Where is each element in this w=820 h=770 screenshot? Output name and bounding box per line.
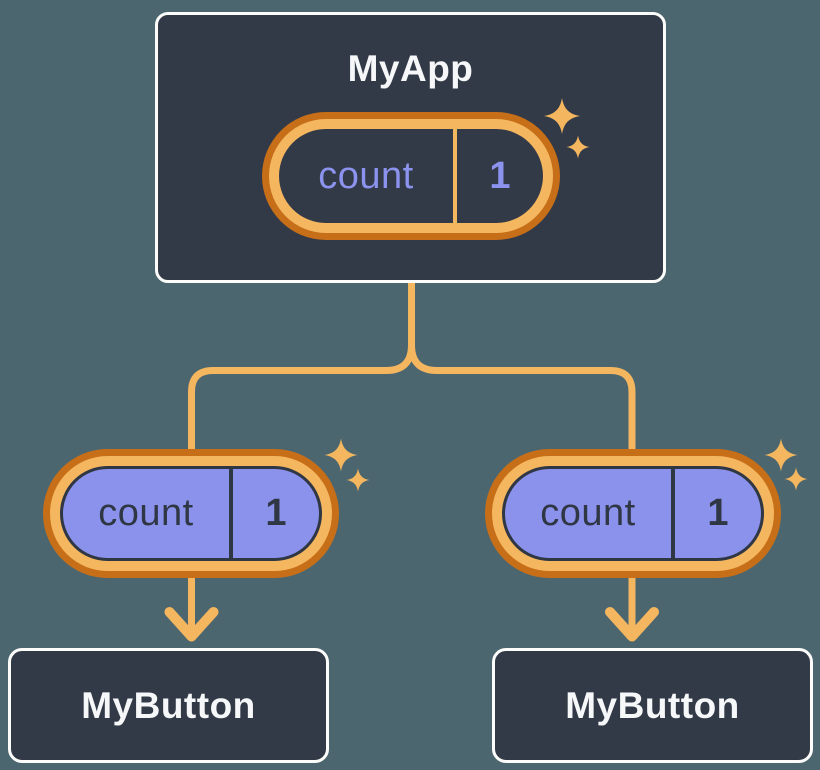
state-pill-ring: count 1 (492, 456, 774, 571)
state-name: count (540, 492, 636, 534)
arrow-right-head-icon (605, 607, 659, 642)
component-node-mybutton-right: MyButton (492, 648, 813, 763)
state-value: 1 (265, 492, 287, 534)
arrow-left-head-icon (164, 607, 219, 642)
state-pill-ring: count 1 (50, 456, 332, 571)
state-pill-divider (671, 469, 675, 558)
component-label: MyApp (347, 48, 474, 89)
state-pill-body: count 1 (279, 129, 543, 223)
sparkle-icon (324, 438, 370, 492)
component-label: MyButton (81, 684, 256, 726)
state-name: count (318, 154, 414, 197)
branch-right-line (408, 270, 636, 520)
state-name: count (98, 492, 194, 534)
state-pill-root: count 1 (262, 112, 560, 240)
sparkle-icon (544, 98, 590, 159)
state-pill-divider (229, 469, 233, 558)
state-value: 1 (707, 492, 729, 534)
state-pill-right-child: count 1 (485, 449, 781, 578)
component-node-mybutton-left: MyButton (8, 648, 329, 763)
state-value: 1 (489, 154, 511, 197)
state-pill-ring: count 1 (269, 119, 553, 233)
state-pill-divider (453, 129, 457, 223)
state-pill-body: count 1 (502, 466, 764, 561)
sparkle-icon (764, 438, 808, 491)
state-pill-left-child: count 1 (43, 449, 339, 578)
state-pill-body: count 1 (60, 466, 322, 561)
component-label: MyButton (565, 684, 740, 726)
